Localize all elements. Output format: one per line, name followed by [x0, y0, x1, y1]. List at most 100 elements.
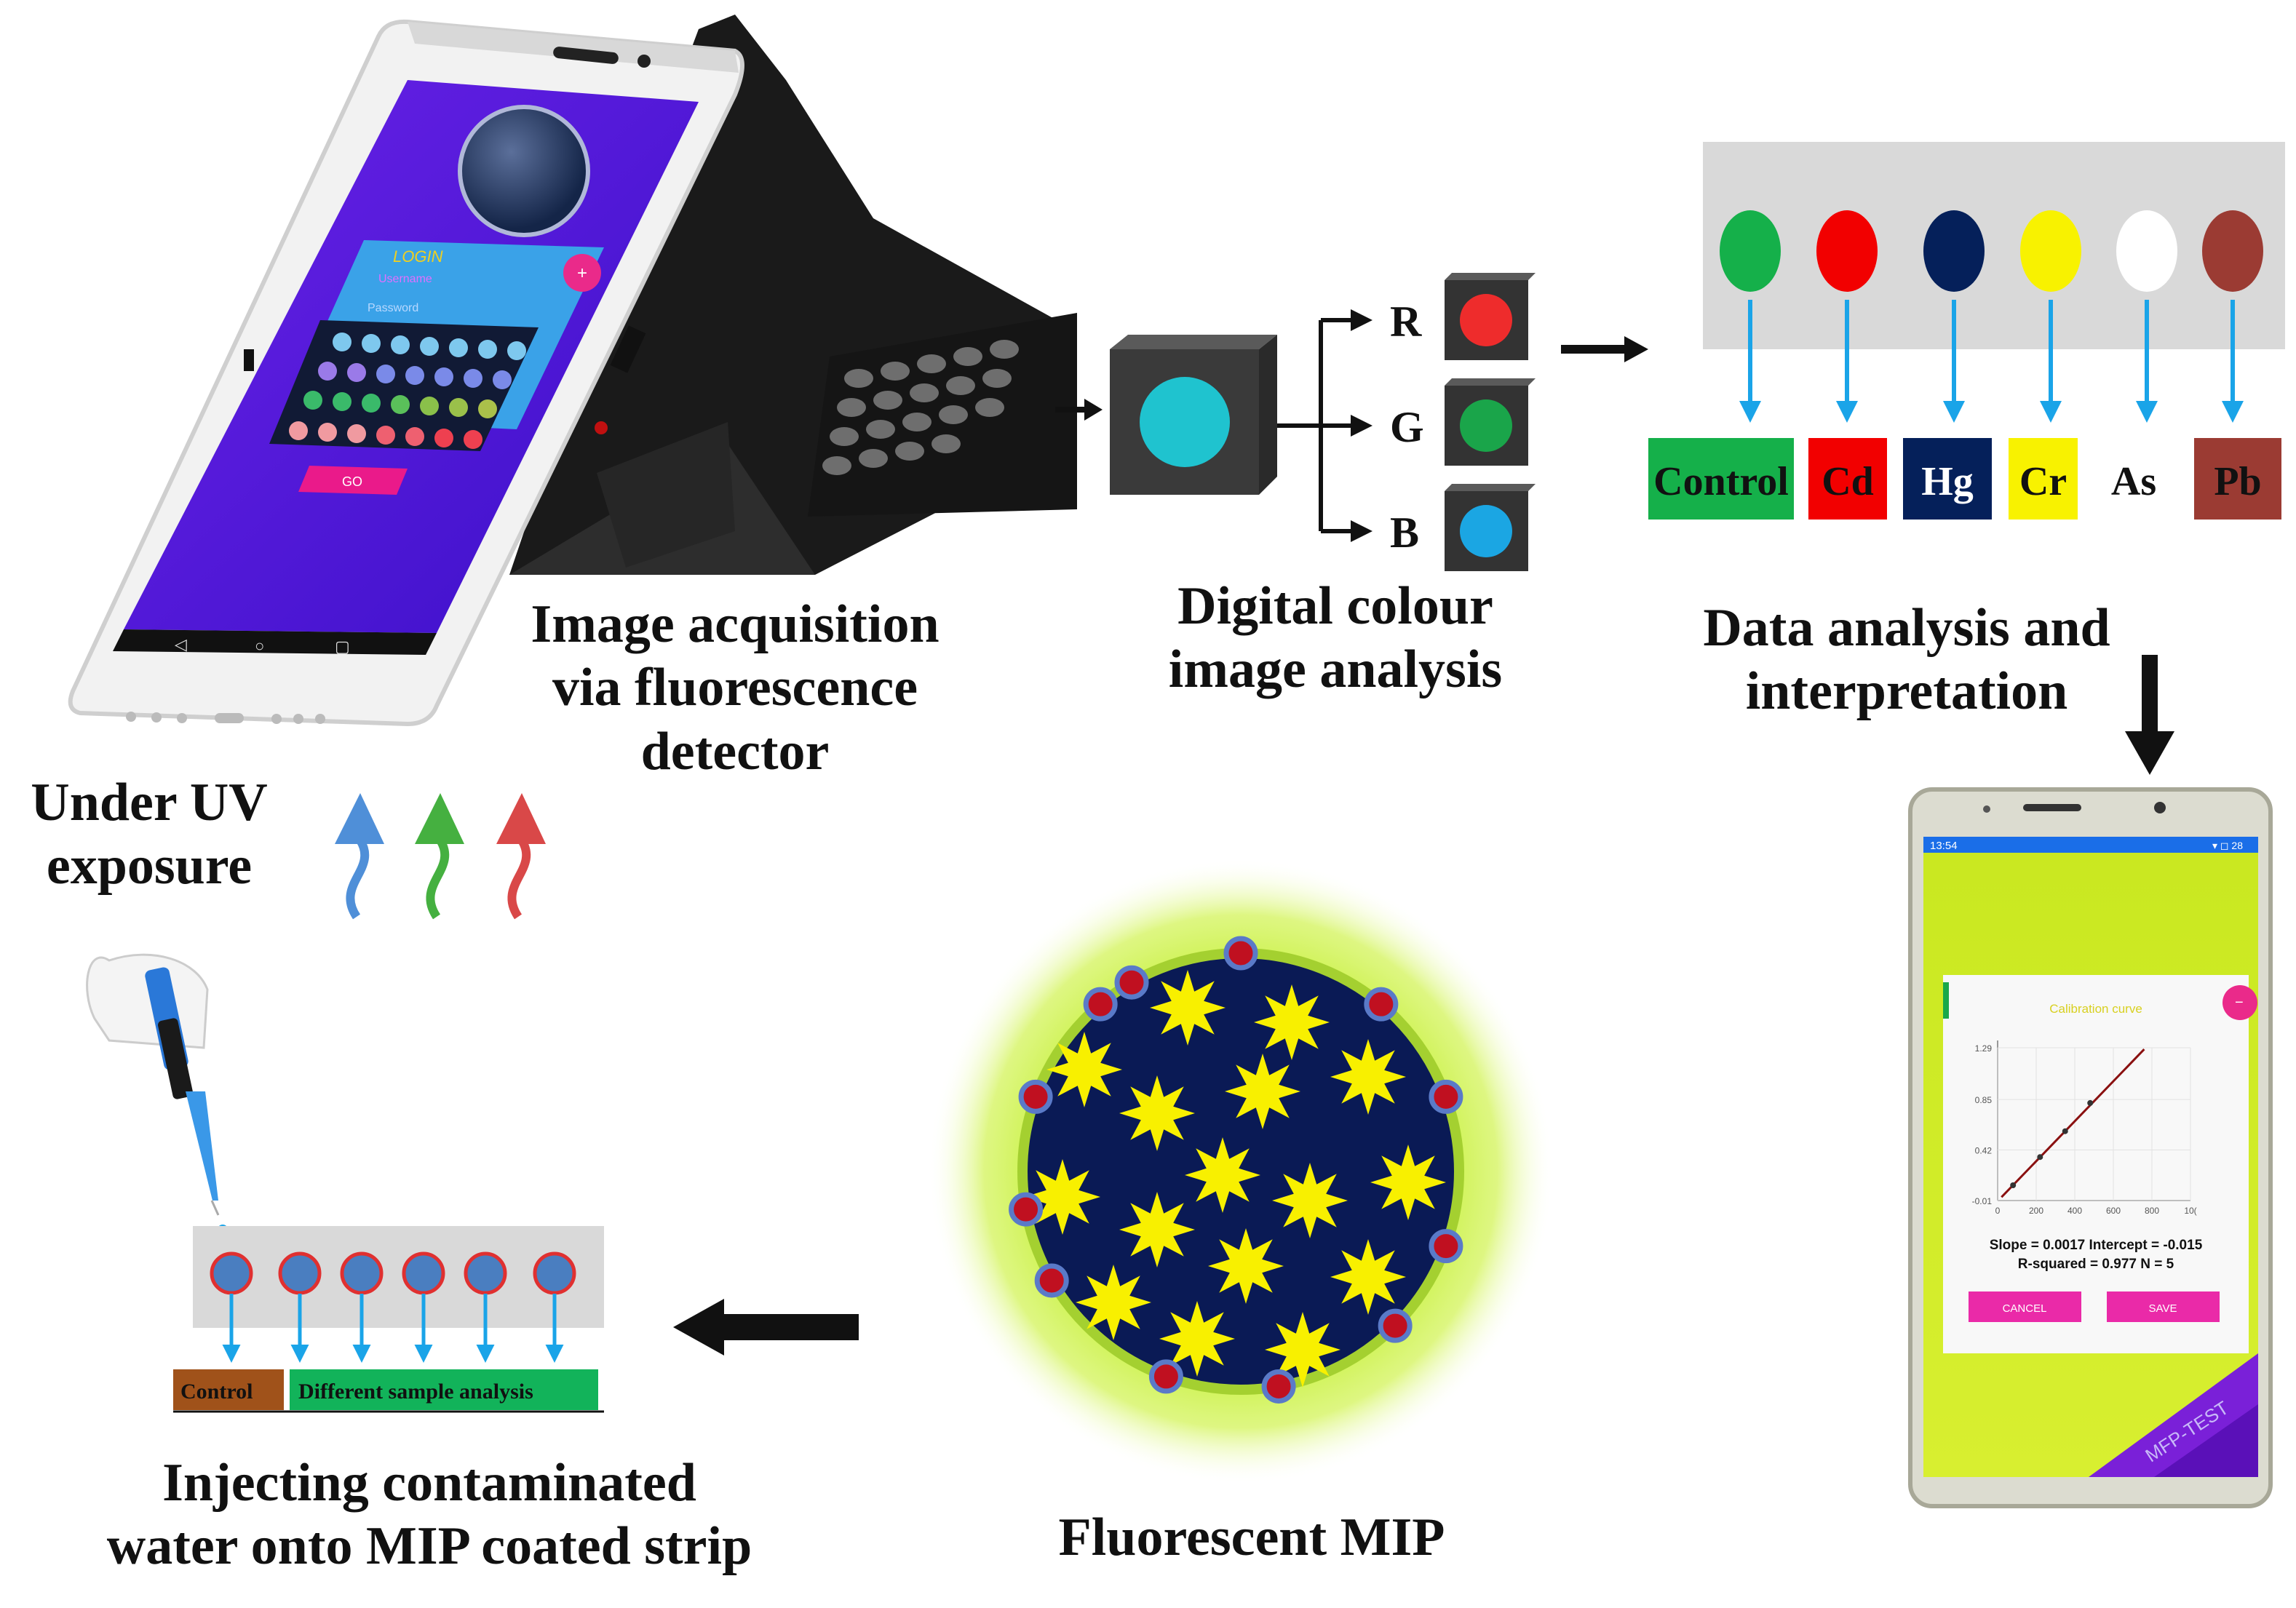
fluorophore-star	[1025, 1159, 1100, 1235]
metal-label-as: As	[2111, 459, 2156, 504]
binding-site	[1148, 1359, 1183, 1394]
fluorophore-star	[1119, 1192, 1195, 1267]
metal-label-hg: Hg	[1921, 459, 1974, 504]
slope-intercept-text: Slope = 0.0017 Intercept = -0.015	[1990, 1238, 2203, 1253]
fluorophore-star	[1185, 1137, 1260, 1213]
fluorophore-star	[1076, 1265, 1151, 1340]
caption-line: via fluorescence	[552, 658, 918, 718]
status-time: 13:54	[1930, 840, 1958, 852]
strip-spot	[464, 1251, 507, 1295]
x-tick-label: 800	[2145, 1206, 2159, 1216]
fluorophore-star	[1265, 1312, 1340, 1388]
fluorophore-star	[1272, 1163, 1348, 1238]
pipette	[86, 953, 228, 1235]
metal-dot-hg	[1923, 210, 1985, 292]
data-point	[2037, 1154, 2043, 1161]
caption-line: Image acquisition	[531, 594, 940, 654]
caption-line: Fluorescent MIP	[1058, 1508, 1445, 1567]
strip-spot	[402, 1251, 445, 1295]
caption-line: interpretation	[1745, 661, 2068, 722]
y-tick-label: 0.42	[1975, 1146, 1993, 1156]
strip-spot	[340, 1251, 384, 1295]
channel-r-box	[1445, 273, 1536, 360]
username-placeholder: Username	[378, 273, 432, 285]
data-point	[2062, 1128, 2068, 1134]
dialog-title: Calibration curve	[2049, 1002, 2142, 1016]
binding-site	[1261, 1369, 1296, 1404]
x-tick-label: 0	[1995, 1206, 2001, 1216]
y-tick-label: -0.01	[1972, 1196, 1993, 1206]
fluorophore-star	[1046, 1032, 1122, 1107]
caption-injecting: Injecting contaminated water onto MIP co…	[29, 1452, 830, 1579]
svg-text:○: ○	[255, 637, 264, 655]
colour-palette	[289, 333, 526, 449]
rgb-analysis: R G B	[1110, 273, 1536, 571]
caption-digital-colour: Digital colour image analysis	[1110, 575, 1561, 702]
channel-b-box	[1445, 484, 1536, 571]
metal-box-as	[2097, 438, 2170, 520]
caption-image-acquisition: Image acquisition via fluorescence detec…	[480, 593, 990, 784]
metal-dot-as	[2116, 210, 2177, 292]
binding-site	[1114, 965, 1149, 1000]
svg-text:−: −	[2235, 995, 2244, 1011]
fluorescent-mip-particle	[928, 859, 1554, 1484]
fit-line	[2001, 1048, 2145, 1198]
caption-line: image analysis	[1168, 640, 1503, 700]
caption-data-analysis: Data analysis and interpretation	[1645, 597, 2169, 724]
fluorophore-star	[1119, 1075, 1195, 1151]
cancel-label: CANCEL	[2003, 1302, 2047, 1315]
fluorescence-detector	[509, 15, 1077, 575]
svg-text:◁: ◁	[175, 635, 187, 653]
metal-box-cd	[1808, 438, 1887, 520]
metal-dot-cd	[1816, 210, 1878, 292]
arrow-to-strip	[720, 1314, 859, 1340]
caption-line: water onto MIP coated strip	[106, 1516, 752, 1577]
metal-label-pb: Pb	[2214, 459, 2261, 504]
x-tick-label: 200	[2029, 1206, 2043, 1216]
go-button-label: GO	[342, 474, 362, 489]
binding-site	[1034, 1263, 1069, 1298]
y-tick-label: 1.29	[1975, 1043, 1993, 1054]
metal-box-control	[1648, 438, 1794, 520]
uv-emission-arrows	[335, 793, 546, 920]
mip-coated-strip: Control Different sample analysis	[173, 1226, 604, 1413]
caption-line: detector	[640, 721, 830, 781]
data-point	[2010, 1182, 2017, 1188]
x-tick-label: 400	[2067, 1206, 2082, 1216]
caption-line: exposure	[46, 836, 253, 896]
result-smartphone: 13:54 ▾ ◻ 28 Calibration curve − 1.29 0.8…	[1908, 787, 2273, 1508]
fluorophore-star	[1159, 1301, 1235, 1377]
save-label: SAVE	[2149, 1302, 2177, 1315]
r-squared-text: R-squared = 0.977 N = 5	[2018, 1257, 2174, 1272]
caption-fluorescent-mip: Fluorescent MIP	[1004, 1506, 1499, 1569]
strip-control-label: Control	[180, 1380, 253, 1404]
fluorophore-star	[1150, 970, 1226, 1046]
binding-site	[1429, 1079, 1463, 1114]
metal-dot-pb	[2202, 210, 2263, 292]
svg-text:▾ ◻ 28: ▾ ◻ 28	[2212, 840, 2243, 851]
x-tick-label: 600	[2106, 1206, 2121, 1216]
caption-line: Data analysis and	[1703, 598, 2110, 658]
save-button	[2107, 1291, 2220, 1322]
metal-label-cr: Cr	[2019, 459, 2067, 504]
metal-dot-control	[1720, 210, 1781, 292]
smartphone-app: LOGIN Username Password + GO ◁ ○ ▢	[68, 19, 744, 727]
tray-wells	[822, 340, 1019, 475]
caption-line: Digital colour	[1177, 576, 1493, 636]
fluorophore-star	[1330, 1239, 1406, 1315]
data-point	[2087, 1099, 2094, 1106]
fluorophore-star	[1225, 1054, 1300, 1129]
binding-site	[1223, 936, 1258, 971]
arrow-to-result-phone	[2142, 655, 2158, 735]
channel-g-box	[1445, 378, 1536, 466]
strip-spot	[278, 1251, 322, 1295]
password-placeholder: Password	[368, 302, 418, 314]
caption-under-uv: Under UV exposure	[0, 771, 298, 899]
sample-colour-spot	[1140, 377, 1230, 467]
y-tick-label: 0.85	[1975, 1095, 1993, 1105]
fluorophore-star	[1370, 1145, 1446, 1220]
fluorophore-star	[1208, 1228, 1284, 1304]
caption-line: Under UV	[31, 773, 268, 832]
